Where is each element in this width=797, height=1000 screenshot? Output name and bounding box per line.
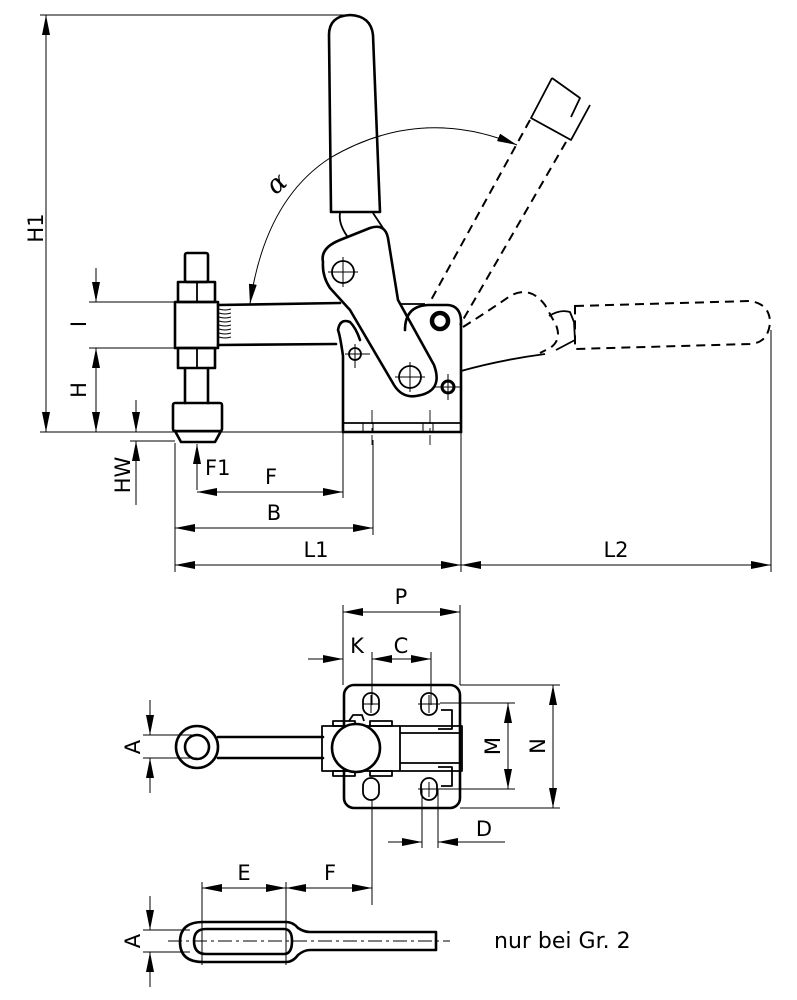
mounting-slots [362,692,440,801]
dim-i: I H [67,268,175,432]
dim-a-variant: A [121,896,190,987]
dim-l1-l2: L1 L2 [175,330,772,572]
plan-view: P K C A M N [121,585,560,905]
label-n: N [526,738,550,754]
handle-horizontal-position [460,291,772,372]
pivot-bottom-icon [395,362,425,392]
dim-p: P [342,585,461,685]
label-d: D [476,817,492,841]
handle-open-position [429,77,591,326]
label-hw: HW [111,456,135,493]
dim-a-plan: A [121,700,197,793]
label-a-plan: A [121,739,145,754]
label-f: F [265,465,277,489]
label-k: K [350,634,365,658]
dim-hw: HW [111,400,175,505]
label-l2: L2 [603,538,628,562]
label-h: H [67,382,91,398]
dim-k-c: K C [308,634,432,705]
label-i: I [67,321,91,327]
base-pivot-small-icon [345,344,370,368]
label-h1: H1 [24,213,48,242]
arm-variant: E F A nur bei Gr. 2 [121,861,631,987]
spindle-assembly [171,251,224,444]
label-b: B [267,501,281,525]
plan-lever [321,714,463,777]
base-pivot-ring-icon [429,310,451,332]
label-f1: F1 [205,456,230,480]
dim-b: B [174,440,374,572]
label-alpha: α [260,166,293,201]
force-f1-arrow: F1 [193,444,230,490]
label-e: E [237,861,250,885]
dim-h1: H1 [24,14,348,433]
dim-m-n: M N [440,684,560,809]
label-c: C [394,634,409,658]
dim-f: F [197,432,344,498]
dim-e-f: E F [201,861,372,965]
variant-note: nur bei Gr. 2 [494,929,631,954]
lever-link [321,225,438,398]
side-view: H1 α I H HW F1 [24,13,772,572]
arm-weld-hatching [218,308,232,339]
label-a-variant: A [121,933,145,948]
label-l1: L1 [303,538,328,562]
label-m: M [481,737,505,755]
clamp-arm [216,301,342,347]
label-f-variant: F [324,861,336,885]
base-body [336,303,463,445]
base-pivot-right-icon [434,374,462,400]
handle-vertical [327,13,384,241]
dim-d: D [388,789,505,848]
label-p: P [395,585,408,609]
plan-arm [174,724,325,770]
